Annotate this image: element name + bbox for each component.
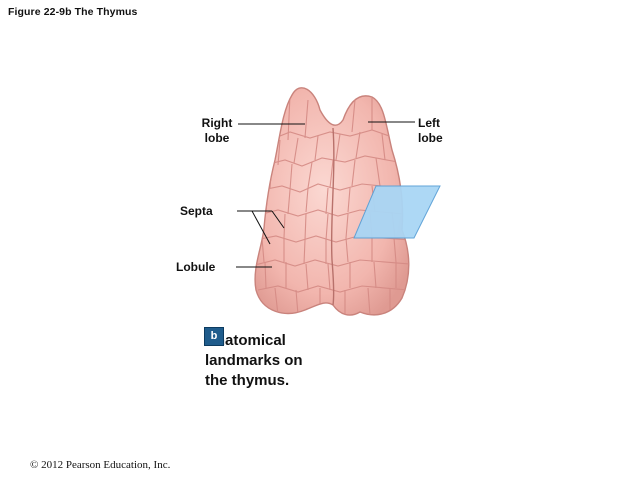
midline-cleft <box>330 127 335 306</box>
label-left-lobe: Left lobe <box>418 116 456 146</box>
panel-badge: b <box>204 327 224 346</box>
leader-septa-branch1 <box>251 210 271 245</box>
label-left-lobe-line1: Left <box>418 116 440 130</box>
label-right-lobe-line2: lobe <box>204 131 230 145</box>
label-right-lobe-line1: Right <box>201 116 233 130</box>
figure-title: Figure 22-9b The Thymus <box>8 6 138 18</box>
caption-line3: the thymus. <box>205 372 290 389</box>
label-septa: Septa <box>180 204 213 218</box>
leader-septa-branch2 <box>271 210 285 229</box>
copyright-notice: © 2012 Pearson Education, Inc. <box>30 459 171 471</box>
label-lobule: Lobule <box>176 260 216 274</box>
label-right-lobe: Right lobe <box>196 116 238 146</box>
thymus-gland <box>254 87 410 316</box>
caption-line1: Anatomical <box>205 332 286 349</box>
figure-caption: Anatomical landmarks on the thymus. <box>205 331 303 391</box>
label-left-lobe-line2: lobe <box>418 131 443 145</box>
section-plane <box>353 185 441 239</box>
caption-line2: landmarks on <box>205 352 303 369</box>
